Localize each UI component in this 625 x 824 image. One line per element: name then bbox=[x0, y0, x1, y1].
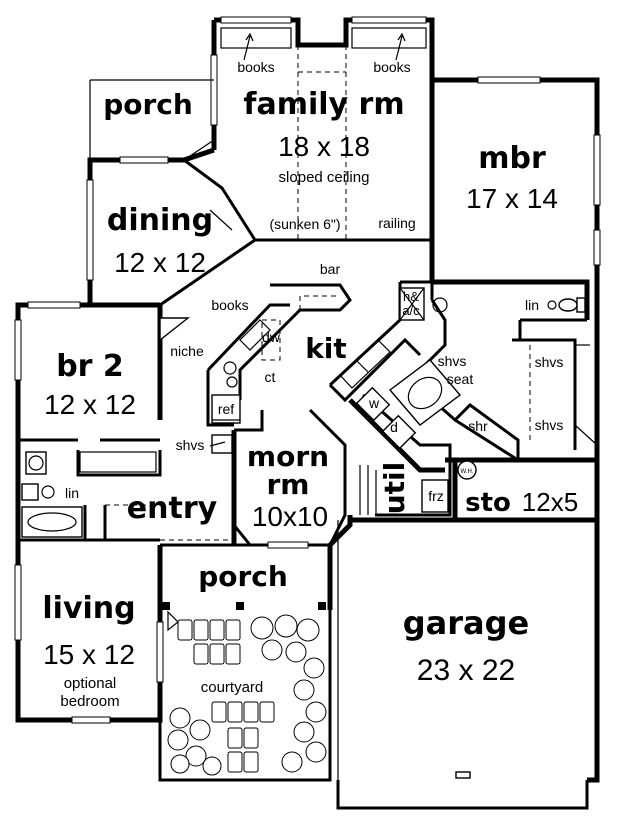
courtyard-pavers bbox=[167, 610, 275, 773]
label-shvs-hall: shvs bbox=[176, 437, 205, 453]
room-dim-sto: 12x5 bbox=[522, 487, 578, 517]
label-dw: dw bbox=[262, 329, 281, 345]
label-wh: W.H. bbox=[461, 469, 474, 475]
room-dim-living: 15 x 12 bbox=[43, 639, 135, 670]
label-w: w bbox=[368, 395, 380, 411]
label-niche: niche bbox=[170, 343, 204, 359]
courtyard-shrubs bbox=[167, 614, 327, 776]
room-name-dining: dining bbox=[107, 203, 213, 238]
room-note-family: sloped ceiling bbox=[279, 169, 370, 186]
room-dim-mbr: 17 x 14 bbox=[466, 183, 558, 214]
label-bar: bar bbox=[320, 261, 341, 277]
label-hac-1: h& bbox=[403, 289, 419, 304]
room-dim-br2: 12 x 12 bbox=[44, 389, 136, 420]
room-name-mbr: mbr bbox=[478, 141, 546, 176]
label-sunken: (sunken 6") bbox=[269, 216, 340, 232]
room-name-family: family rm bbox=[243, 87, 404, 122]
room-name-util: util bbox=[378, 462, 411, 515]
label-books-left: books bbox=[237, 59, 274, 75]
room-name-br2: br 2 bbox=[56, 349, 124, 384]
room-name-porch-back: porch bbox=[103, 88, 193, 121]
label-books-right: books bbox=[373, 59, 410, 75]
room-name-morn-2: rm bbox=[267, 468, 310, 501]
room-name-entry: entry bbox=[127, 491, 218, 526]
label-shr: shr bbox=[468, 418, 488, 434]
room-dim-dining: 12 x 12 bbox=[114, 247, 206, 278]
windows bbox=[14, 16, 601, 724]
room-dim-morn: 10x10 bbox=[252, 501, 328, 532]
label-shvs-closet-2: shvs bbox=[535, 417, 564, 433]
room-name-sto: sto bbox=[465, 488, 511, 518]
label-shvs-closet-1: shvs bbox=[535, 354, 564, 370]
label-hac-2: a/c bbox=[402, 303, 420, 318]
label-frz: frz bbox=[428, 488, 444, 504]
fixtures bbox=[21, 27, 598, 779]
label-lin-hall: lin bbox=[65, 485, 79, 501]
room-note-living-1: optional bbox=[64, 675, 117, 692]
room-dim-garage: 23 x 22 bbox=[417, 654, 515, 687]
room-name-living: living bbox=[42, 591, 135, 626]
label-shvs-seat-1: shvs bbox=[438, 353, 467, 369]
room-name-porch-front: porch bbox=[198, 560, 288, 593]
label-shvs-seat-2: seat bbox=[447, 371, 474, 387]
room-dim-family: 18 x 18 bbox=[278, 131, 370, 162]
label-d: d bbox=[390, 419, 398, 435]
label-courtyard: courtyard bbox=[201, 679, 264, 696]
label-railing: railing bbox=[378, 215, 415, 231]
label-ref: ref bbox=[218, 401, 234, 417]
label-books-kit: books bbox=[211, 297, 248, 313]
room-name-garage: garage bbox=[403, 604, 529, 642]
room-name-morn-1: morn bbox=[247, 440, 329, 473]
label-lin-bath: lin bbox=[525, 297, 539, 313]
interior-walls bbox=[18, 80, 597, 546]
room-name-kit: kit bbox=[305, 332, 347, 365]
room-note-living-2: bedroom bbox=[60, 693, 119, 710]
label-ct: ct bbox=[265, 369, 276, 385]
